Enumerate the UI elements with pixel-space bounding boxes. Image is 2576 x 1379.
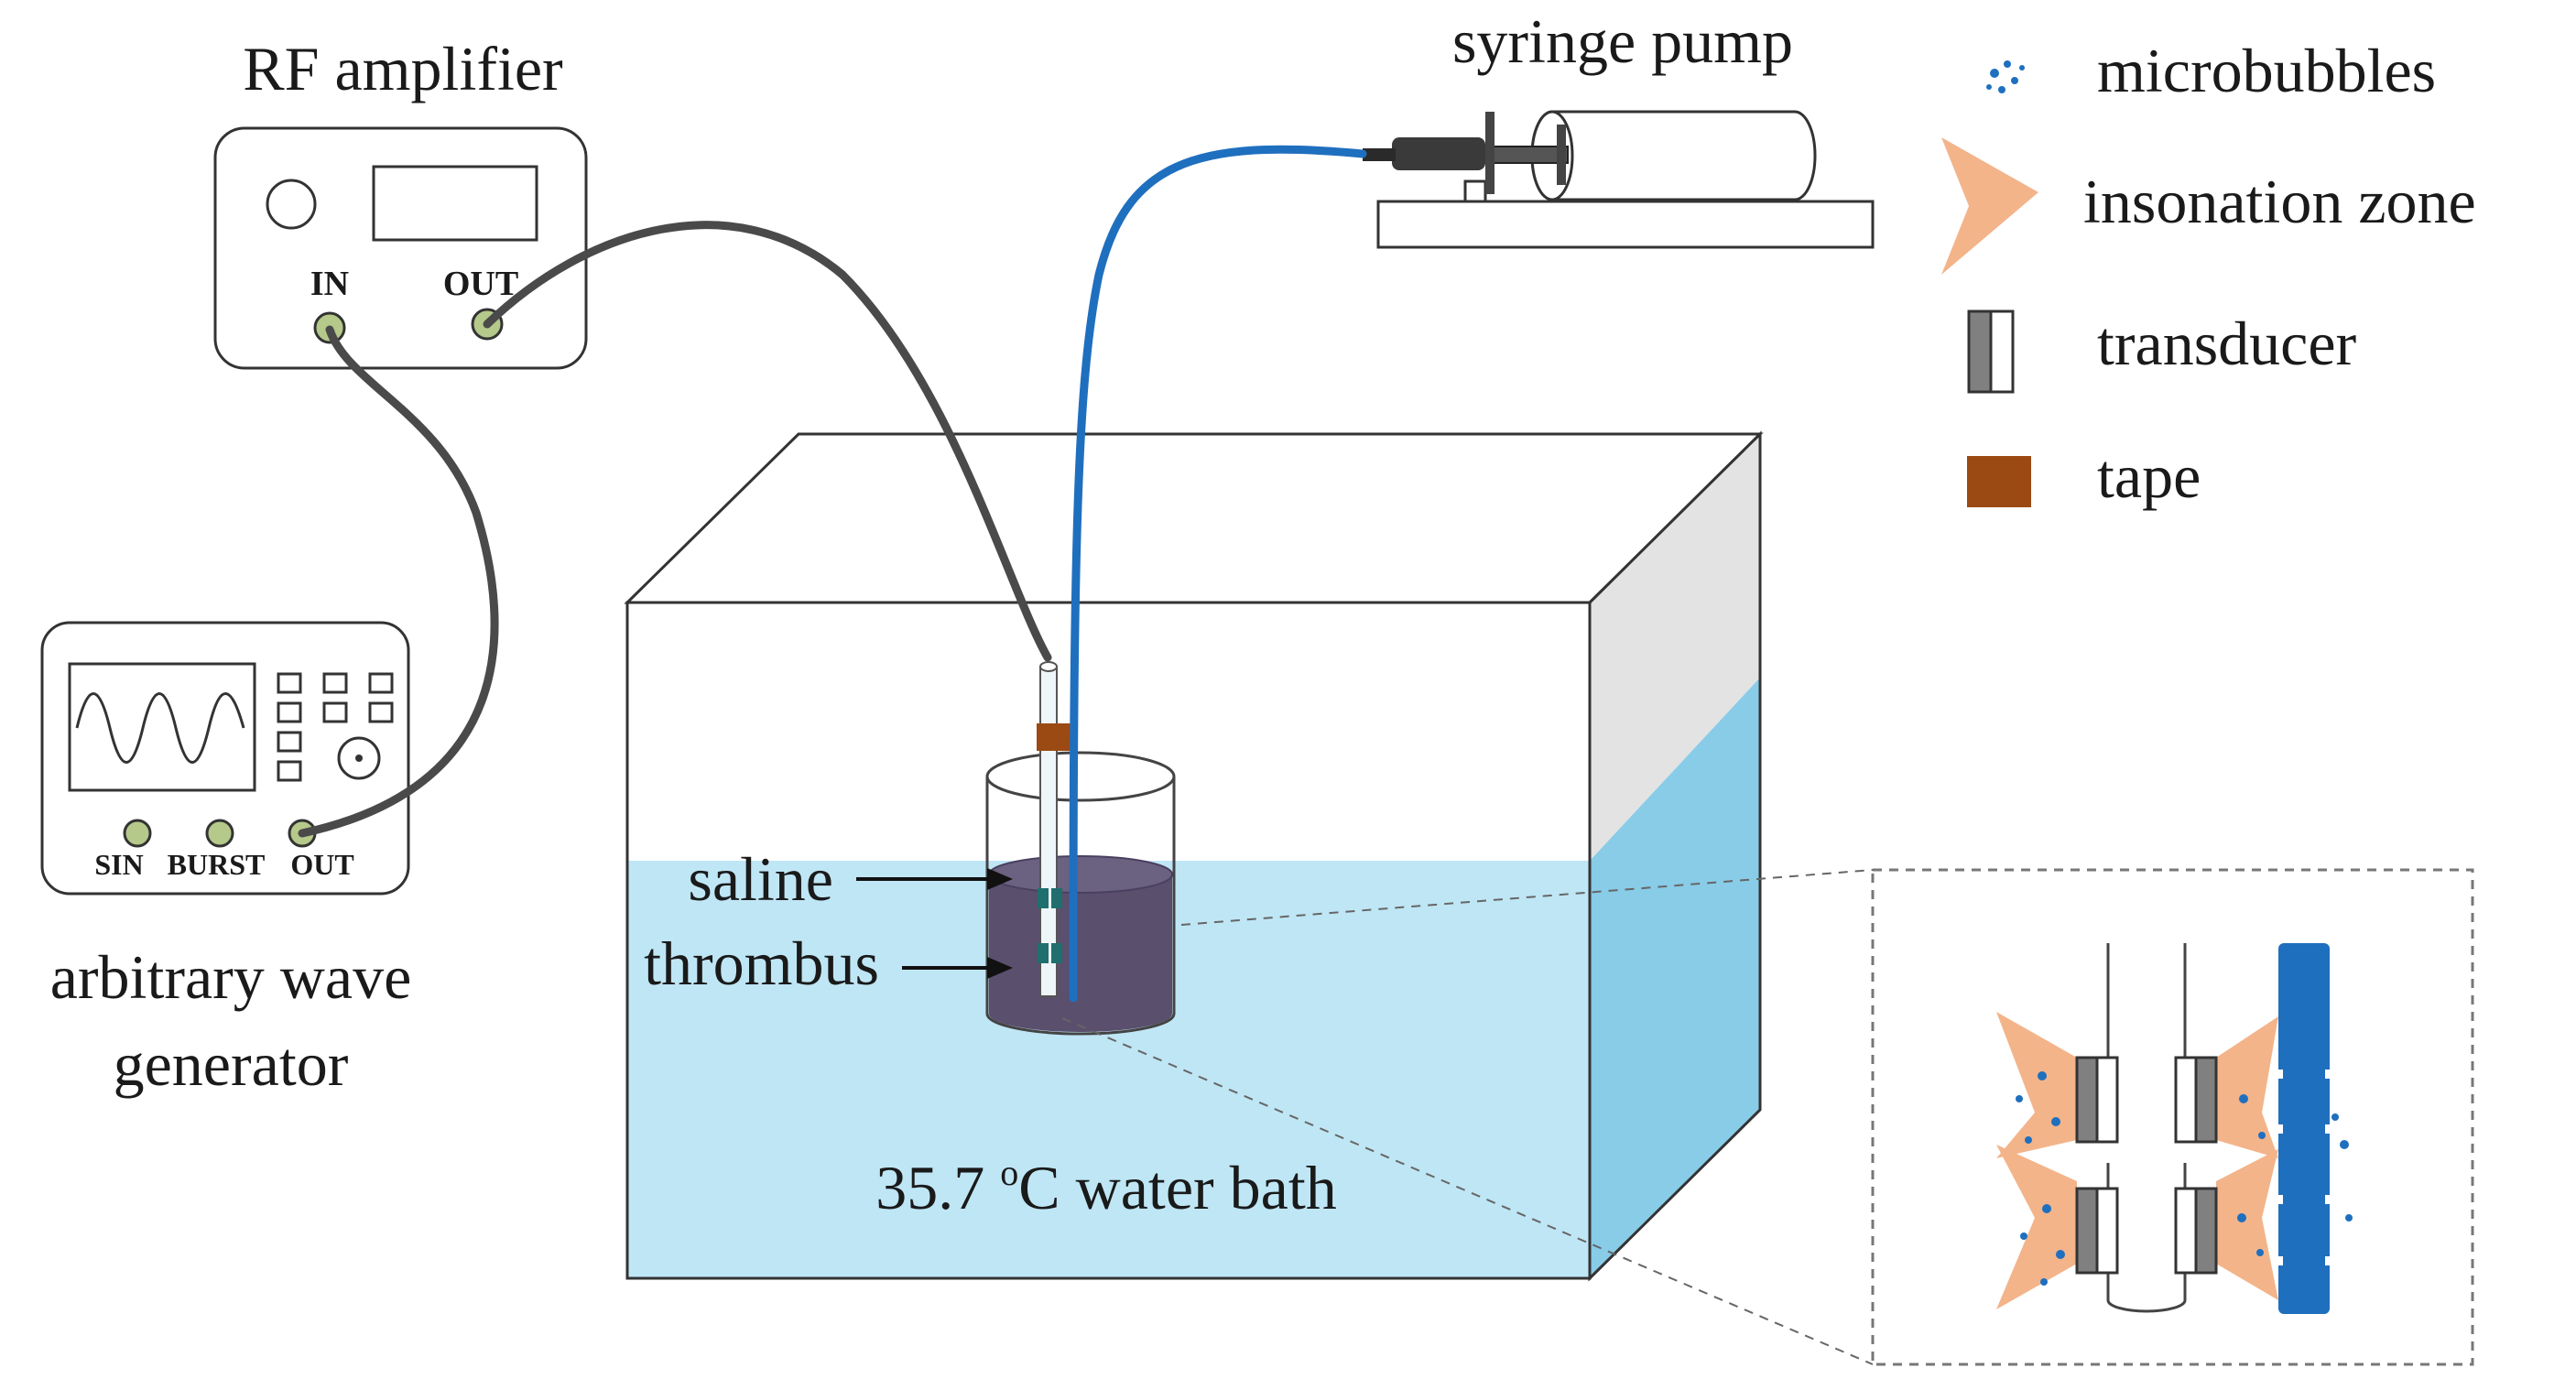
saline-arrowhead [987,868,1013,890]
legend-tape-label: tape [2097,441,2201,511]
wave-generator-sin-label: SIN [94,848,143,881]
beaker-liquid [989,874,1172,1014]
annotations: saline thrombus [644,844,1013,998]
zoom-inset [1061,868,2474,1366]
insonation-zone-icon [1941,137,2038,275]
rf-amplifier: RF amplifier IN OUT [213,34,588,370]
probe-transducer-upper-right [1051,888,1062,908]
insonation-zone-right [2216,1016,2278,1158]
zoom-guide-upper [1180,869,1874,926]
syringe-tip-body [1392,137,1485,170]
wave-generator-label-line1: arbitrary wave [50,942,412,1012]
rf-amplifier-label: RF amplifier [243,34,563,103]
inset-catheter [2278,943,2330,1314]
tank-side-face-water [1590,678,1760,1278]
transducer-probe-top [1039,661,1058,672]
syringe-flange [1485,112,1495,194]
thrombus-label: thrombus [644,928,879,998]
amplifier-to-probe-cable [483,221,1052,662]
legend-microbubbles-label: microbubbles [2097,36,2436,105]
transducer-icon [1967,309,2015,394]
beaker-liquid-top [988,855,1173,894]
probe-transducer-lower [1038,943,1049,963]
rf-amplifier-knob [266,179,317,230]
inset-transducers [2075,1056,2218,1275]
syringe-pump-label: syringe pump [1452,6,1793,76]
syringe-plunger-head [1557,125,1566,185]
inset-catheter-holes [2277,1070,2331,1265]
catheter-line [1069,145,1367,1003]
legend-transducer-label: transducer [2097,309,2357,378]
generator-to-amplifier-cable [298,325,499,838]
wave-generator-sin-connector [123,819,152,848]
thrombus-arrowhead [987,957,1013,979]
wave-generator-dial-center [355,755,363,762]
syringe-pump-block [1463,179,1487,203]
sine-wave-icon [75,692,245,764]
insonation-zone-right-lower [2216,1149,2278,1300]
beaker-bottom [985,1013,1176,1036]
zoom-guide-lower [1061,1017,1874,1365]
beaker-rim [985,751,1176,802]
legend-insonation-label: insonation zone [2083,167,2476,236]
insonation-zone-left-lower [1996,1145,2077,1309]
microbubbles-icon [1986,60,2025,93]
tank-top-face [624,432,1764,604]
probe-transducer-lower-right [1051,943,1062,963]
wave-generator: SIN BURST OUT arbitrary wave generator [40,621,412,1099]
wave-generator-screen [68,662,256,792]
probe-transducer-upper [1038,888,1049,908]
tape-icon [1967,456,2031,507]
rf-amplifier-body [213,126,588,370]
inset-probe-tube [2106,1273,2187,1313]
rf-amplifier-in-label: IN [310,265,349,303]
wave-generator-burst-connector [205,819,234,848]
wave-generator-burst-label: BURST [168,848,266,881]
wave-generator-label-line2: generator [114,1029,349,1099]
inset-microbubbles [2016,1071,2353,1286]
beaker [985,751,1176,1036]
wave-generator-keypad [277,672,394,782]
beaker-liquid-bottom [989,995,1172,1032]
syringe-tip [1363,148,1396,161]
syringe-barrel [1530,110,1817,201]
rf-amplifier-out-label: OUT [443,265,518,303]
legend: microbubbles insonation zone transducer … [1941,36,2476,511]
probe-assembly [1037,661,1077,997]
tank-side-face-upper [1590,434,1760,861]
wave-generator-out-label: OUT [290,848,353,881]
water-bath-label: 35.7 oC water bath [875,1152,1336,1222]
syringe-pump-base [1376,200,1875,249]
saline-label: saline [688,844,833,914]
rf-amplifier-display [372,165,538,242]
syringe-pump: syringe pump [1363,6,1875,249]
tank-front-outline [625,601,1592,1280]
zoom-inset-frame [1871,868,2474,1366]
